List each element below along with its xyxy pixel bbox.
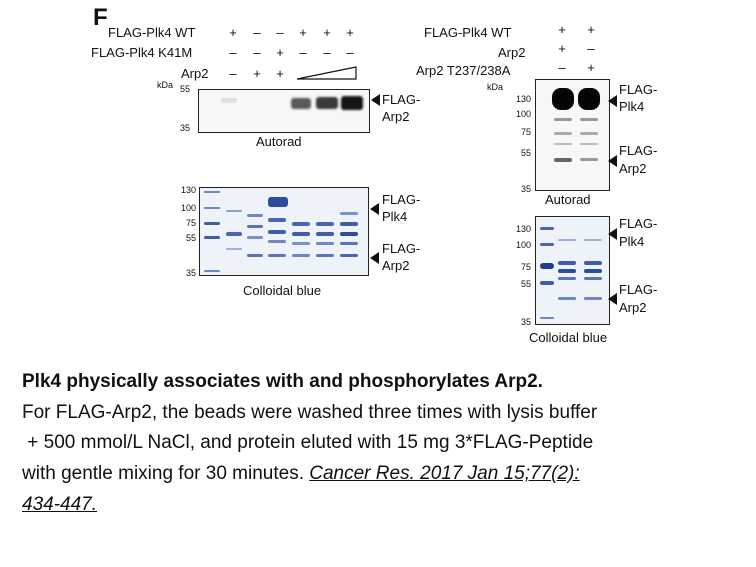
left-cb-marker-75: 75 — [186, 218, 197, 228]
right-colloidal-gel — [535, 216, 610, 325]
right-autorad-arp2-label-line2: Arp2 — [619, 161, 647, 176]
right-cb-marker-130: 130 — [516, 224, 532, 234]
left-sign: – — [299, 45, 307, 60]
caption-line-3: with gentle mixing for 30 minutes. Cance… — [22, 459, 580, 489]
caption-title: Plk4 physically associates with and phos… — [22, 371, 543, 392]
panel-letter: F — [93, 4, 108, 31]
right-autorad-marker-35: 35 — [521, 184, 532, 194]
right-autorad-marker-100: 100 — [516, 109, 532, 119]
right-cb-marker-35: 35 — [521, 317, 532, 327]
right-sign: + — [587, 22, 595, 37]
left-colloidal-title: Colloidal blue — [243, 283, 322, 298]
right-autorad-plk4-label-line2: Plk4 — [619, 99, 645, 114]
right-autorad-marker-130: 130 — [516, 94, 532, 104]
left-kda-label: kDa — [157, 80, 174, 90]
caption-line-1: For FLAG-Arp2, the beads were washed thr… — [22, 402, 598, 423]
left-sign: – — [346, 45, 354, 60]
left-sign: – — [253, 25, 261, 40]
left-sign: – — [253, 45, 261, 60]
left-autorad-label-line2: Arp2 — [382, 109, 410, 124]
left-sign: – — [323, 45, 331, 60]
right-autorad-plk4-arrow-icon — [608, 95, 617, 107]
right-sign: + — [558, 41, 566, 56]
left-sign: – — [229, 45, 237, 60]
citation-link-continued[interactable]: 434-447. — [22, 494, 98, 515]
right-cb-marker-55: 55 — [521, 279, 532, 289]
left-sign: + — [299, 25, 307, 40]
left-cb-arp2-arrow-icon — [370, 252, 379, 264]
left-cb-marker-35: 35 — [186, 268, 197, 278]
right-autorad-gel — [535, 79, 610, 191]
left-cb-arp2-label-line2: Arp2 — [382, 258, 410, 273]
left-cb-plk4-arrow-icon — [370, 203, 379, 215]
caption-line-3-text: with gentle mixing for 30 minutes. — [22, 463, 310, 484]
right-autorad-plk4-label-line1: FLAG- — [619, 82, 658, 97]
left-sign: + — [276, 66, 284, 81]
left-row-label-arp2: Arp2 — [181, 66, 209, 81]
right-row-label-plk4-wt: FLAG-Plk4 WT — [424, 25, 512, 40]
right-autorad-arp2-arrow-icon — [608, 155, 617, 167]
right-autorad-marker-55: 55 — [521, 148, 532, 158]
right-cb-marker-100: 100 — [516, 240, 532, 250]
left-autorad-title: Autorad — [256, 134, 302, 149]
citation-link[interactable]: Cancer Res. 2017 Jan 15;77(2): — [309, 463, 580, 484]
right-row-label-arp2: Arp2 — [498, 45, 526, 60]
left-sign: + — [253, 66, 261, 81]
left-sign: + — [276, 45, 284, 60]
right-sign: + — [558, 22, 566, 37]
left-sign: – — [229, 66, 237, 81]
right-kda-label: kDa — [487, 82, 504, 92]
right-cb-plk4-label-line2: Plk4 — [619, 234, 645, 249]
right-cb-marker-75: 75 — [521, 262, 532, 272]
left-autorad-gel — [198, 89, 370, 133]
left-sign: – — [276, 25, 284, 40]
caption-line-2: + 500 mmol/L NaCl, and protein eluted wi… — [22, 432, 594, 453]
right-cb-plk4-label-line1: FLAG- — [619, 216, 658, 231]
right-cb-plk4-arrow-icon — [608, 228, 617, 240]
left-autorad-arrow-icon — [371, 94, 380, 106]
left-row-label-plk4-k41m: FLAG-Plk4 K41M — [91, 45, 193, 60]
left-row-label-plk4-wt: FLAG-Plk4 WT — [108, 25, 196, 40]
right-cb-arp2-label-line2: Arp2 — [619, 300, 647, 315]
right-colloidal-title: Colloidal blue — [529, 330, 608, 345]
right-cb-arp2-arrow-icon — [608, 293, 617, 305]
left-sign: + — [323, 25, 331, 40]
right-sign: – — [558, 60, 566, 75]
right-autorad-title: Autorad — [545, 192, 591, 207]
left-autorad-marker-55: 55 — [180, 84, 191, 94]
left-cb-marker-100: 100 — [181, 203, 197, 213]
left-autorad-marker-35: 35 — [180, 123, 191, 133]
left-cb-marker-55: 55 — [186, 233, 197, 243]
left-cb-plk4-label-line2: Plk4 — [382, 209, 408, 224]
left-cb-marker-130: 130 — [181, 185, 197, 195]
right-cb-arp2-label-line1: FLAG- — [619, 282, 658, 297]
arp2-gradient-wedge — [296, 66, 357, 80]
right-sign: – — [587, 41, 595, 56]
right-autorad-marker-75: 75 — [521, 127, 532, 137]
left-autorad-label-line1: FLAG- — [382, 92, 421, 107]
right-sign: + — [587, 60, 595, 75]
left-sign: + — [229, 25, 237, 40]
left-cb-plk4-label-line1: FLAG- — [382, 192, 421, 207]
right-row-label-arp2-mutant: Arp2 T237/238A — [416, 63, 511, 78]
left-colloidal-gel — [199, 187, 369, 276]
left-cb-arp2-label-line1: FLAG- — [382, 241, 421, 256]
left-sign: + — [346, 25, 354, 40]
right-autorad-arp2-label-line1: FLAG- — [619, 143, 658, 158]
